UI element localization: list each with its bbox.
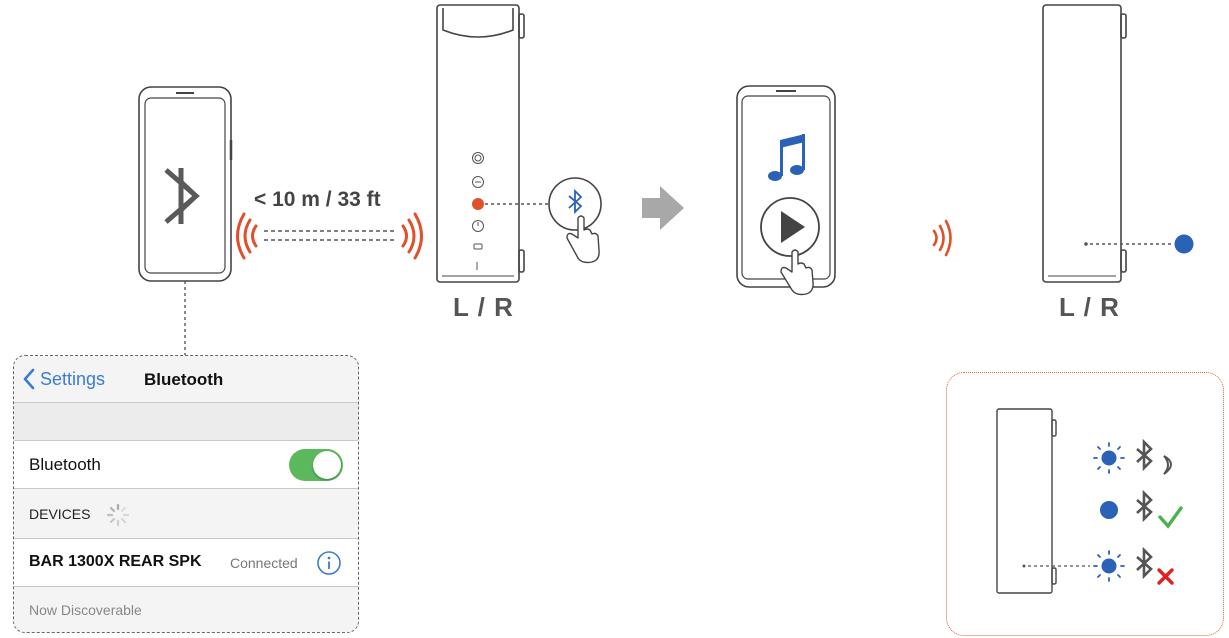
check-icon (1158, 506, 1183, 529)
settings-nav-bar: Settings Bluetooth (14, 356, 358, 402)
bluetooth-icon (1136, 438, 1153, 472)
flashing-blue-led (1093, 442, 1125, 474)
signal-waves-left (236, 212, 258, 260)
bluetooth-toggle-label: Bluetooth (29, 455, 101, 474)
devices-header: DEVICES (14, 488, 358, 539)
back-label: Settings (40, 368, 106, 389)
bluetooth-settings-panel: Settings Bluetooth Bluetooth DEVICES BAR… (13, 355, 359, 633)
loading-spinner-icon (106, 503, 130, 527)
section-gap (14, 402, 358, 441)
speaker-rear-controls (472, 152, 484, 270)
discoverable-label: Now Discoverable (29, 602, 142, 618)
signal-waves-small (932, 219, 952, 257)
finger-press-icon (780, 249, 814, 296)
legend-speaker-led-dot (1022, 564, 1026, 568)
moon-icon (1163, 455, 1172, 475)
next-step-arrow (642, 186, 684, 230)
info-icon[interactable] (316, 550, 342, 576)
range-label: < 10 m / 33 ft (254, 188, 381, 211)
bluetooth-icon (568, 188, 583, 215)
bluetooth-icon (1136, 489, 1153, 523)
devices-label: DEVICES (29, 506, 91, 522)
speaker-led-dot (1084, 242, 1088, 246)
play-icon (781, 211, 805, 243)
device-row[interactable]: BAR 1300X REAR SPK Connected (14, 538, 358, 587)
solid-blue-led (1100, 501, 1118, 519)
legend-speaker (996, 408, 1057, 594)
speaker-label-lr: L / R (1059, 292, 1120, 322)
finger-press-icon (566, 215, 600, 264)
flashing-blue-led (1093, 550, 1125, 582)
speaker-label-lr: L / R (453, 292, 514, 322)
device-status: Connected (230, 555, 298, 571)
speaker-front-view (1042, 4, 1127, 283)
play-button[interactable] (760, 197, 820, 257)
device-name: BAR 1300X REAR SPK (29, 553, 202, 570)
discoverable-row: Now Discoverable (14, 586, 358, 632)
led-status-legend (946, 372, 1224, 636)
chevron-left-icon (23, 368, 35, 390)
page-title: Bluetooth (144, 370, 224, 389)
bluetooth-button[interactable] (472, 198, 484, 210)
bluetooth-icon (164, 168, 200, 224)
cross-icon (1157, 568, 1174, 585)
signal-waves-right (401, 212, 423, 260)
back-button[interactable]: Settings (22, 368, 105, 390)
phone-music-player (736, 85, 836, 288)
solid-blue-led (1174, 234, 1194, 254)
speaker-rear-view (436, 4, 525, 283)
bluetooth-icon (1136, 546, 1153, 580)
range-dashed-link (264, 230, 396, 241)
toggle-knob (313, 451, 341, 479)
bluetooth-toggle-row: Bluetooth (14, 440, 358, 489)
music-note-icon (768, 134, 805, 181)
bluetooth-toggle[interactable] (289, 449, 343, 481)
